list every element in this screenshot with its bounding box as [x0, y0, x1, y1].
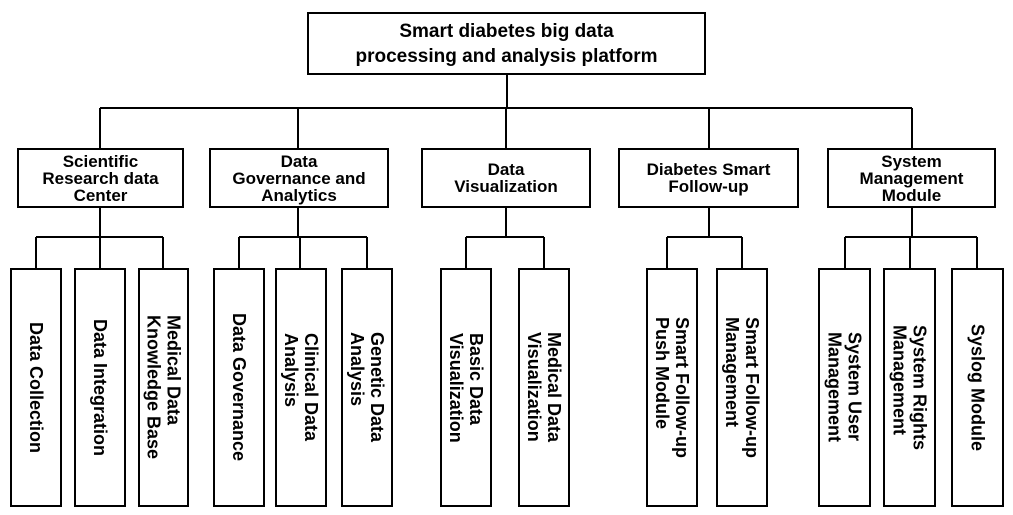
leaf-label: Data Collection	[26, 321, 46, 454]
category-label: Scientific Research data Center	[42, 151, 159, 205]
leaf-label: System Rights Management	[889, 324, 930, 451]
leaf-node: Smart Follow-up Push Module	[646, 268, 698, 507]
leaf-node: Syslog Module	[951, 268, 1004, 507]
category-label: Data Governance and Analytics	[232, 151, 366, 205]
leaf-node: Medical Data Knowledge Base	[138, 268, 189, 507]
leaf-label: Data Governance	[229, 313, 249, 462]
category-node: Data Visualization	[421, 148, 591, 208]
root-title: Smart diabetes big data processing and a…	[355, 20, 658, 67]
category-label: System Management Module	[859, 151, 964, 205]
leaf-label: Smart Follow-up Management	[722, 317, 762, 458]
category-label: Data Visualization	[454, 160, 558, 196]
category-node: Scientific Research data Center	[17, 148, 184, 208]
leaf-label: Medical Data Knowledge Base	[143, 315, 184, 460]
category-node: Diabetes Smart Follow-up	[618, 148, 799, 208]
leaf-label: Medical Data Visualization	[524, 332, 564, 443]
category-label: Diabetes Smart Follow-up	[646, 160, 771, 196]
leaf-node: System User Management	[818, 268, 871, 507]
leaf-node: Data Collection	[10, 268, 62, 507]
leaf-label: Clinical Data Analysis	[281, 333, 321, 442]
leaf-node: Smart Follow-up Management	[716, 268, 768, 507]
leaf-label: Smart Follow-up Push Module	[652, 317, 692, 458]
leaf-label: Syslog Module	[967, 323, 988, 451]
leaf-node: Basic Data Visualization	[440, 268, 492, 507]
leaf-label: Data Integration	[90, 318, 110, 456]
leaf-node: Data Integration	[74, 268, 126, 507]
leaf-label: System User Management	[824, 332, 865, 443]
leaf-node: System Rights Management	[883, 268, 936, 507]
root-node: Smart diabetes big data processing and a…	[307, 12, 706, 75]
leaf-node: Data Governance	[213, 268, 265, 507]
category-node: System Management Module	[827, 148, 996, 208]
category-node: Data Governance and Analytics	[209, 148, 389, 208]
leaf-node: Genetic Data Analysis	[341, 268, 393, 507]
leaf-node: Clinical Data Analysis	[275, 268, 327, 507]
leaf-label: Basic Data Visualization	[446, 332, 486, 443]
leaf-node: Medical Data Visualization	[518, 268, 570, 507]
leaf-label: Genetic Data Analysis	[347, 332, 387, 443]
